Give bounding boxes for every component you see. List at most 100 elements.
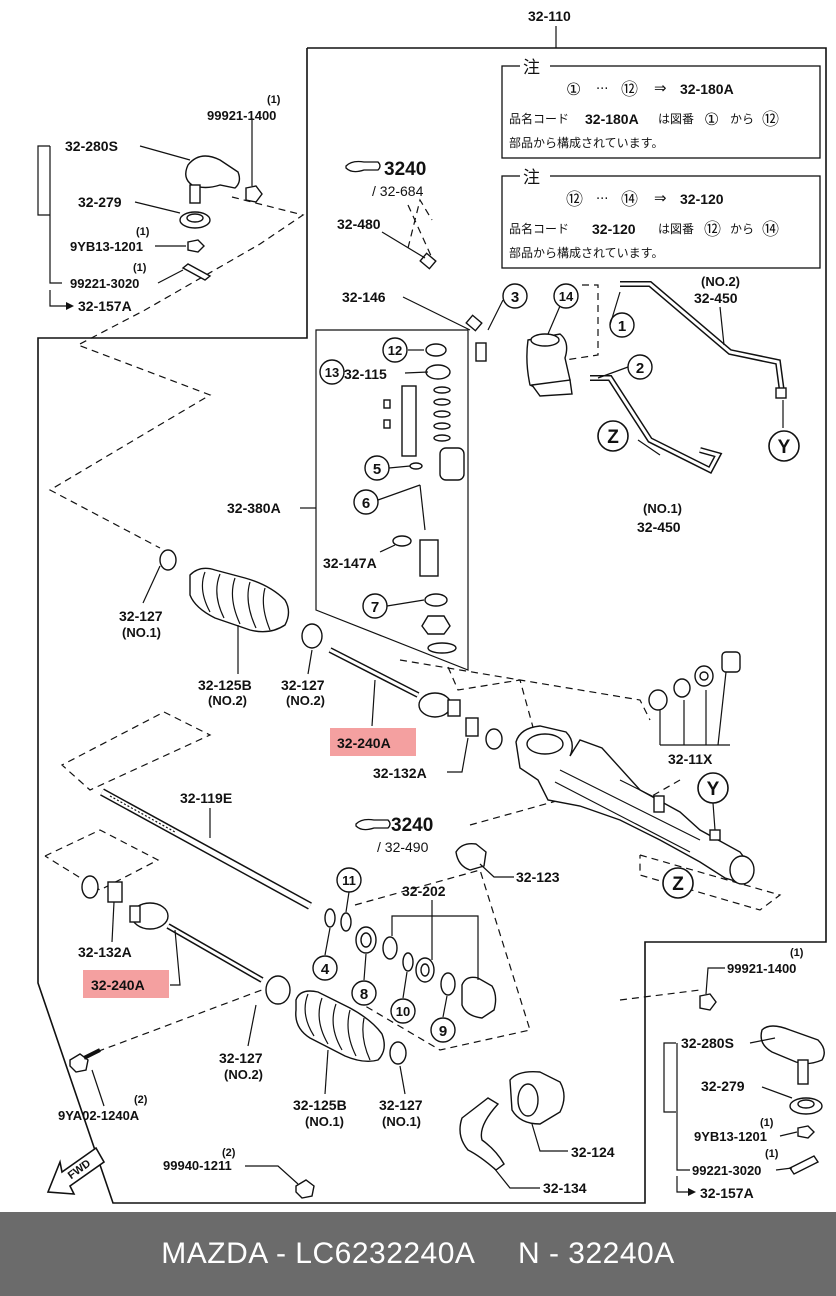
label-32-110: 32-110	[528, 8, 571, 24]
svg-text:は図番: は図番	[658, 112, 694, 126]
label-9yb13-1201: 9YB13-1201	[70, 239, 143, 254]
label-no2-450: (NO.2)	[701, 274, 740, 289]
svg-text:⑫: ⑫	[704, 220, 721, 240]
svg-text:32-120: 32-120	[680, 191, 724, 207]
tie-rod-32-240a-bot	[129, 902, 264, 983]
callout-3: 3	[502, 283, 528, 309]
label-r32-280s: 32-280S	[681, 1035, 734, 1051]
bolt-9ya02-1240a	[69, 1048, 101, 1073]
reference-hand-icon	[345, 160, 381, 173]
assembly-frame	[37, 47, 827, 1204]
label-no1-450: (NO.1)	[643, 501, 682, 516]
svg-text:13: 13	[325, 365, 339, 380]
rack-32-119e	[100, 788, 312, 910]
label-32-134: 32-134	[543, 1180, 587, 1196]
callout-14: 14	[553, 283, 579, 309]
parts-diagram: (1) 99921-1400 32-280S 32-279 (1) 9YB13-…	[37, 8, 827, 1204]
label-r99921-1400: 99921-1400	[727, 961, 796, 976]
label-99940-qty: (2)	[222, 1147, 236, 1159]
note-box-1: 注 ① ··· ⑫ ⇒ 32-180A 品名コード 32-180A は図番 ① …	[501, 56, 821, 159]
label-32-450-top: 32-450	[694, 290, 738, 306]
label-r32-157a: 32-157A	[700, 1185, 754, 1201]
svg-text:12: 12	[388, 343, 402, 358]
valve-housing	[526, 333, 573, 397]
label-99921-1400-qty: (1)	[267, 94, 281, 106]
svg-text:①: ①	[566, 80, 581, 100]
label-32-240a-bot: 32-240A	[91, 977, 145, 993]
svg-text:注: 注	[523, 58, 540, 78]
pipe-32-480	[419, 252, 483, 332]
mount-rubber-32-124	[509, 1070, 565, 1125]
label-32-115: 32-115	[344, 366, 387, 382]
svg-text:⑫: ⑫	[762, 110, 779, 130]
ref-3240-mid: 3240	[391, 815, 433, 836]
highlight-32-240a-bot	[83, 970, 169, 998]
valve-parts-stack	[383, 343, 465, 654]
label-r99221-3020: 99221-3020	[692, 1163, 761, 1178]
label-r99221-qty: (1)	[765, 1148, 779, 1160]
svg-text:6: 6	[362, 495, 370, 512]
pipe-32-450-no1	[590, 375, 723, 474]
label-32-125b-b: 32-125B	[293, 1097, 347, 1113]
label-32-132a-top: 32-132A	[373, 765, 427, 781]
svg-text:32-180A: 32-180A	[680, 81, 734, 97]
label-99940-1211: 99940-1211	[163, 1158, 232, 1173]
label-r9yb13-qty: (1)	[760, 1117, 774, 1129]
fwd-arrow-icon: FWD	[46, 1146, 106, 1195]
label-32-132a-bot: 32-132A	[78, 944, 132, 960]
svg-text:1: 1	[618, 318, 626, 335]
label-32-240a-top: 32-240A	[337, 735, 391, 751]
label-32-127-b: 32-127	[281, 677, 325, 693]
callout-9: 9	[430, 1017, 456, 1043]
callout-6: 6	[353, 489, 379, 515]
ref-3240-top: 3240	[384, 159, 426, 180]
svg-text:···: ···	[596, 82, 608, 97]
label-99921-1400: 99921-1400	[207, 108, 276, 123]
svg-text:8: 8	[360, 986, 368, 1003]
callout-4: 4	[312, 955, 338, 981]
svg-text:⑭: ⑭	[621, 190, 638, 210]
label-no2-127-c: (NO.2)	[224, 1067, 263, 1082]
washer-32-132a-top	[465, 717, 479, 737]
svg-text:①: ①	[704, 110, 719, 130]
clip-32-127-no2-bot	[265, 975, 291, 1005]
label-32-146: 32-146	[342, 289, 386, 305]
svg-text:注: 注	[523, 168, 540, 188]
label-32-380a: 32-380A	[227, 500, 281, 516]
label-32-480: 32-480	[337, 216, 381, 232]
svg-text:は図番: は図番	[658, 222, 694, 236]
svg-text:⑫: ⑫	[566, 190, 583, 210]
callout-12: 12	[382, 337, 408, 363]
svg-text:32-120: 32-120	[592, 221, 636, 237]
svg-text:⑭: ⑭	[762, 220, 779, 240]
diagram-canvas: (1) 99921-1400 32-280S 32-279 (1) 9YB13-…	[37, 8, 827, 1204]
callout-8: 8	[351, 980, 377, 1006]
svg-text:···: ···	[596, 192, 608, 207]
seals-group	[324, 908, 497, 1019]
label-9ya02-1240a: 9YA02-1240A	[58, 1108, 140, 1123]
label-32-125b-a: 32-125B	[198, 677, 252, 693]
pipe-32-450-no2	[620, 281, 787, 399]
svg-text:品名コード: 品名コード	[509, 111, 569, 126]
svg-text:⑫: ⑫	[621, 80, 638, 100]
ref-32-684: / 32-684	[372, 183, 424, 199]
label-r99921-qty: (1)	[790, 947, 804, 959]
svg-text:2: 2	[636, 360, 644, 377]
svg-text:10: 10	[396, 1004, 410, 1019]
label-no1-127-d: (NO.1)	[382, 1114, 421, 1129]
label-32-157a: 32-157A	[78, 298, 132, 314]
callout-1: 1	[609, 312, 635, 338]
label-32-202: 32-202	[402, 883, 446, 899]
note-box-2: 注 ⑫ ··· ⑭ ⇒ 32-120 品名コード 32-120 は図番 ⑫ から…	[501, 166, 821, 269]
footer-part-number: MAZDA - LC6232240A N - 32240A	[161, 1237, 675, 1270]
label-r32-279: 32-279	[701, 1078, 745, 1094]
marker-z-2: Z	[662, 867, 694, 899]
svg-text:5: 5	[373, 461, 381, 478]
svg-text:部品から構成されています。: 部品から構成されています。	[509, 135, 663, 150]
label-no1-127-a: (NO.1)	[122, 625, 161, 640]
adjuster-parts-32-11x	[648, 651, 741, 711]
reference-hand-icon-mid	[355, 818, 391, 831]
label-r9yb13-1201: 9YB13-1201	[694, 1129, 767, 1144]
bolt-32-146	[475, 342, 487, 362]
tie-rod-end-left	[179, 155, 263, 281]
